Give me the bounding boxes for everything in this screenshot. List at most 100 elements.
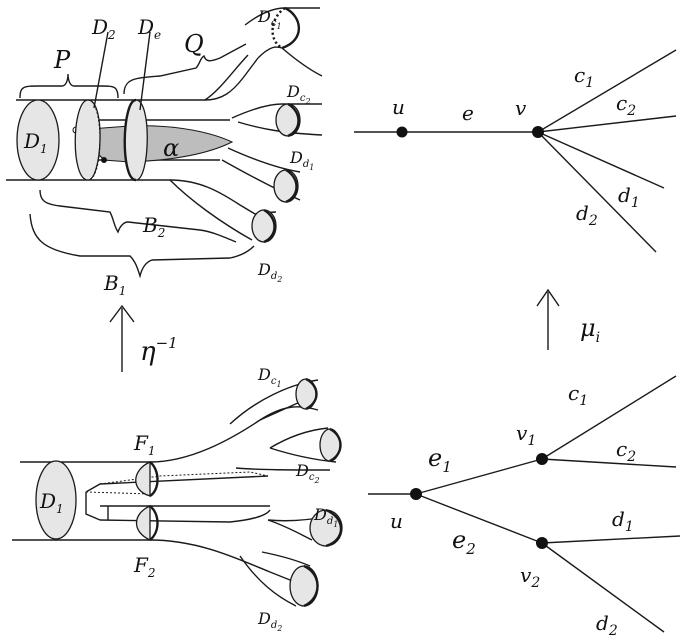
label-d2: d2 xyxy=(576,201,598,229)
brace-B2 xyxy=(39,189,237,243)
b-finger-d2-lower xyxy=(239,555,297,607)
edge-v-c2 xyxy=(537,115,677,133)
b-cap-Dd2-front xyxy=(303,564,319,608)
bottom-tube-upper xyxy=(20,401,301,463)
label-D2: D2 xyxy=(91,15,116,42)
label-eta-inverse: η−1 xyxy=(140,334,178,367)
bottom-graph: u e1 e2 v1 v2 c1 c2 d1 d2 xyxy=(368,375,681,639)
leader-De xyxy=(139,31,151,111)
edge-v2-d2 xyxy=(541,542,665,633)
cap-Dd2-front xyxy=(263,208,276,244)
label-F1: F1 xyxy=(133,431,156,458)
finger-c1-inner xyxy=(204,54,249,101)
alpha-region xyxy=(74,125,234,163)
brace-B1 xyxy=(29,213,255,279)
node-v xyxy=(532,126,544,138)
label-Dd1-top: Dd1 xyxy=(289,148,314,172)
eta-inverse-arrow: η−1 xyxy=(109,304,178,372)
cap-Dc1-back xyxy=(271,7,286,50)
label-c1: c1 xyxy=(574,63,594,91)
alpha-solid-point xyxy=(101,157,107,163)
top-tube-lower-edge xyxy=(6,179,256,215)
node-v2 xyxy=(536,537,548,549)
disk-D2-back xyxy=(87,99,101,181)
edge-e1 xyxy=(415,458,543,495)
disk-F1 xyxy=(135,460,151,497)
node-u-bottom xyxy=(410,488,422,500)
label-d1: d1 xyxy=(618,183,640,211)
edge-v-c1 xyxy=(537,49,677,133)
label-v1: v1 xyxy=(516,421,536,449)
edge-v2-d1 xyxy=(541,535,681,544)
label-D1-bottom: D1 xyxy=(39,489,64,516)
disk-De-front xyxy=(123,98,137,182)
brace-P xyxy=(19,73,119,99)
leader-D2 xyxy=(93,31,109,109)
finger-d1-upper xyxy=(227,147,301,173)
finger-c1-bottom-right xyxy=(281,47,323,77)
finger-c2-lower xyxy=(237,121,323,136)
b-finger-c2-under xyxy=(235,467,331,471)
label-u-bottom: u xyxy=(390,509,403,533)
mu-arrow-head xyxy=(536,288,560,307)
eta-arrow-head xyxy=(109,304,135,323)
label-e1: e1 xyxy=(428,444,452,476)
label-c2: c2 xyxy=(616,91,636,119)
label-Q: Q xyxy=(184,30,204,58)
edge-e2 xyxy=(415,493,543,544)
label-c2-bottom: c2 xyxy=(616,437,636,465)
disk-D1-top xyxy=(16,99,60,181)
inner-box-back-edge xyxy=(85,491,151,495)
edge-v1-c2 xyxy=(541,458,677,468)
cap-Dc2-front xyxy=(287,102,300,138)
label-Dd1-bottom: Dd1 xyxy=(313,505,338,529)
edge-v-d1 xyxy=(537,131,665,189)
label-De: De xyxy=(137,15,161,42)
disk-D2 xyxy=(74,99,101,181)
b-finger-c1-lower xyxy=(259,406,319,421)
edge-v1-c1 xyxy=(541,375,677,460)
label-c1-bottom: c1 xyxy=(568,381,588,409)
label-e2: e2 xyxy=(452,526,476,558)
disk-D1-bottom xyxy=(35,460,77,540)
b-cap-Dd1-front xyxy=(325,508,343,548)
inner-box-left xyxy=(85,492,101,521)
finger-c2-upper xyxy=(231,103,283,119)
finger-d2-lower xyxy=(169,179,253,241)
label-alpha: α xyxy=(163,134,179,162)
label-d1-bottom: d1 xyxy=(612,507,634,535)
label-v: v xyxy=(515,96,527,120)
inner-box-top xyxy=(85,475,269,493)
mu-arrow: μi xyxy=(536,288,600,350)
edge-v-d2 xyxy=(537,131,657,253)
label-Dc2-bottom: Dc2 xyxy=(295,461,320,485)
node-u xyxy=(396,126,408,138)
b-finger-c2-upper xyxy=(269,427,329,449)
brace-Q xyxy=(123,43,247,95)
top-left-surface: P Q D2 De D1 α B2 B1 Dc1 Dc2 Dd1 Dd2 xyxy=(6,6,323,298)
label-e: e xyxy=(462,101,474,125)
bottom-tube-lower xyxy=(12,539,301,585)
label-Dd2-bottom: Dd2 xyxy=(257,609,282,633)
b-finger-d1-mid xyxy=(267,519,313,541)
b-cap-Dc2-front xyxy=(329,427,342,463)
label-d2-bottom: d2 xyxy=(596,611,618,639)
label-Dc1-bottom: Dc1 xyxy=(257,365,282,389)
finger-c1-upper xyxy=(244,7,286,26)
finger-c1-lower xyxy=(257,46,283,59)
bottom-left-surface: D1 F1 F2 Dc1 Dc2 Dd1 Dd2 xyxy=(12,365,343,633)
label-Dc1-top: Dc1 xyxy=(257,7,282,31)
label-mu-i: μi xyxy=(580,314,600,346)
inner-box-bottom xyxy=(99,509,271,523)
b-cap-Dc1-front xyxy=(305,377,318,411)
disk-F1-front xyxy=(149,461,159,498)
b-finger-d2-upper xyxy=(261,551,311,567)
label-Dc2-top: Dc2 xyxy=(286,82,311,106)
label-P: P xyxy=(53,46,71,74)
inner-box-back-top xyxy=(99,471,269,485)
label-F2: F2 xyxy=(133,553,156,580)
node-v1 xyxy=(536,453,548,465)
top-graph: u e v c1 c2 d1 d2 xyxy=(354,49,677,253)
label-B2: B2 xyxy=(142,213,165,240)
